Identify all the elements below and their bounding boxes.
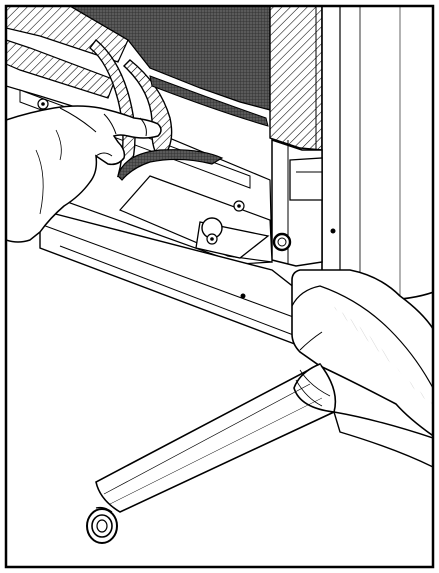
illustration-border [4,4,435,569]
conical-leg [95,362,433,513]
leg-end-cap [86,506,118,544]
panel-screw-icon [330,228,336,234]
upright-panel [321,6,433,301]
rail-hole-icon [240,293,246,299]
hatched-post [269,6,323,151]
hand-illustration [6,105,162,243]
panel-bracket [271,138,323,267]
elbow-joint [291,269,433,437]
